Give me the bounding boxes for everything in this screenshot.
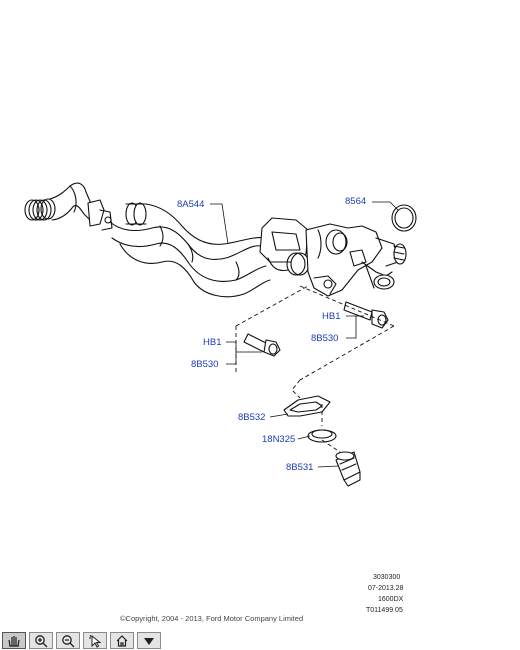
copyright-notice: ©Copyright, 2004 - 2013, Ford Motor Comp… bbox=[120, 614, 304, 623]
home-button[interactable] bbox=[110, 632, 134, 649]
callout-8b531: 8B531 bbox=[286, 462, 314, 473]
reference-code: 3030300 bbox=[373, 574, 401, 581]
home-icon bbox=[116, 634, 128, 647]
pan-hand-icon bbox=[8, 635, 20, 647]
callout-8a544: 8A544 bbox=[177, 199, 205, 210]
zoom-out-icon bbox=[62, 634, 75, 647]
dropdown-arrow-icon bbox=[144, 637, 154, 645]
reference-catalog-id: T011499 05 bbox=[366, 607, 403, 614]
hose-inlet-end bbox=[24, 182, 95, 225]
sensor bbox=[335, 451, 361, 487]
hose-clip bbox=[87, 199, 113, 231]
zoom-in-icon bbox=[35, 634, 48, 647]
callout-hb1-right: HB1 bbox=[322, 311, 341, 322]
callout-18n325: 18N325 bbox=[262, 434, 296, 445]
o-ring bbox=[391, 204, 417, 232]
callout-8b530-left: 8B530 bbox=[191, 359, 219, 370]
reference-model: 1600DX bbox=[378, 596, 404, 603]
select-button[interactable] bbox=[83, 632, 107, 649]
callout-8564: 8564 bbox=[345, 196, 367, 207]
reference-date: 07-2013.28 bbox=[368, 585, 404, 592]
select-cursor-icon bbox=[89, 634, 102, 648]
thermostat-housing bbox=[259, 217, 407, 297]
callout-hb1-left: HB1 bbox=[203, 337, 222, 348]
zoom-in-button[interactable] bbox=[29, 632, 53, 649]
more-options-button[interactable] bbox=[137, 632, 161, 649]
gasket bbox=[283, 395, 331, 417]
pan-button[interactable] bbox=[2, 632, 26, 649]
callout-8b530-right: 8B530 bbox=[311, 333, 339, 344]
seal bbox=[307, 429, 337, 443]
bolt-left bbox=[243, 333, 281, 357]
callout-8b532: 8B532 bbox=[238, 412, 266, 423]
bolt-right bbox=[343, 301, 389, 329]
coolant-hose bbox=[109, 203, 271, 298]
hose-clamp bbox=[125, 202, 147, 226]
zoom-out-button[interactable] bbox=[56, 632, 80, 649]
viewer-toolbar bbox=[0, 632, 161, 650]
